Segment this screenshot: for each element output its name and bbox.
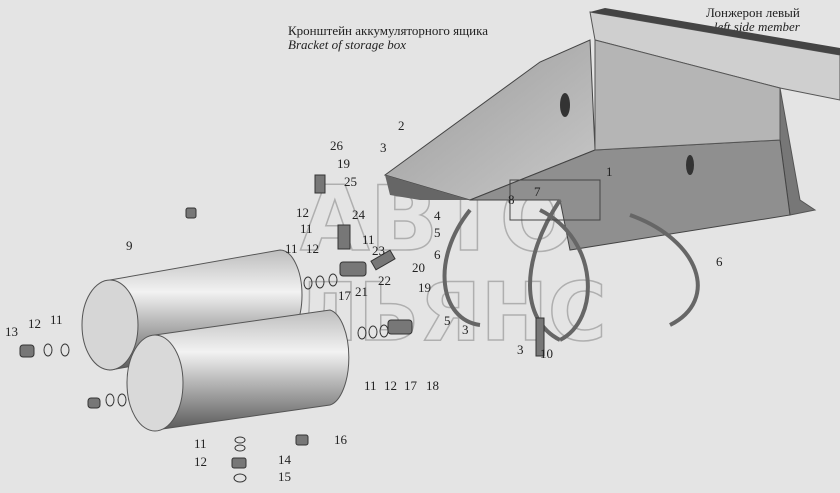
callout-10: 10 <box>540 346 553 361</box>
air-tank-lower <box>126 309 350 432</box>
callout-22: 22 <box>378 273 391 288</box>
callout-19: 19 <box>337 156 350 171</box>
callout-25: 25 <box>344 174 357 189</box>
callout-26: 26 <box>330 138 344 153</box>
callout-5: 5 <box>434 225 441 240</box>
callout-20: 20 <box>412 260 425 275</box>
callout-1: 1 <box>606 164 613 179</box>
callout-3: 3 <box>517 342 524 357</box>
callout-12: 12 <box>384 378 397 393</box>
callout-4: 4 <box>434 208 441 223</box>
callout-12: 12 <box>28 316 41 331</box>
callout-11: 11 <box>362 232 375 247</box>
callout-11: 11 <box>50 312 63 327</box>
callout-21: 21 <box>355 284 368 299</box>
callout-3: 3 <box>462 322 469 337</box>
callout-11: 11 <box>285 241 298 256</box>
callout-6: 6 <box>434 247 441 262</box>
callout-7: 7 <box>534 184 541 199</box>
callout-19: 19 <box>418 280 431 295</box>
callout-2: 2 <box>398 118 405 133</box>
bracket-label-ru: Кронштейн аккумуляторного ящика <box>288 23 488 38</box>
callout-12: 12 <box>306 241 319 256</box>
callout-24: 24 <box>352 207 366 222</box>
storage-box-bracket <box>383 39 791 251</box>
callout-11: 11 <box>194 436 207 451</box>
tank-straps <box>442 179 700 342</box>
callout-12: 12 <box>296 205 309 220</box>
callout-13: 13 <box>5 324 18 339</box>
callout-14: 14 <box>278 452 292 467</box>
callout-3: 3 <box>380 140 387 155</box>
callout-17: 17 <box>404 378 418 393</box>
side-member-label-ru: Лонжерон левый <box>706 5 800 20</box>
callout-18: 18 <box>426 378 439 393</box>
callout-5: 5 <box>444 313 451 328</box>
callout-8: 8 <box>508 192 515 207</box>
callout-6: 6 <box>716 254 723 269</box>
fittings <box>19 174 545 469</box>
left-side-member <box>589 8 840 216</box>
side-member-label-en: left side member <box>713 19 800 34</box>
callout-11: 11 <box>300 221 313 236</box>
callout-15: 15 <box>278 469 291 484</box>
callout-11: 11 <box>364 378 377 393</box>
callout-17: 17 <box>338 288 352 303</box>
callout-16: 16 <box>334 432 348 447</box>
rings <box>43 273 389 483</box>
bracket-label: Кронштейн аккумуляторного ящика Bracket … <box>288 24 488 52</box>
side-member-label: Лонжерон левый left side member <box>706 6 800 34</box>
callout-23: 23 <box>372 243 385 258</box>
callout-12: 12 <box>194 454 207 469</box>
callout-9: 9 <box>126 238 133 253</box>
bracket-label-en: Bracket of storage box <box>288 37 407 52</box>
